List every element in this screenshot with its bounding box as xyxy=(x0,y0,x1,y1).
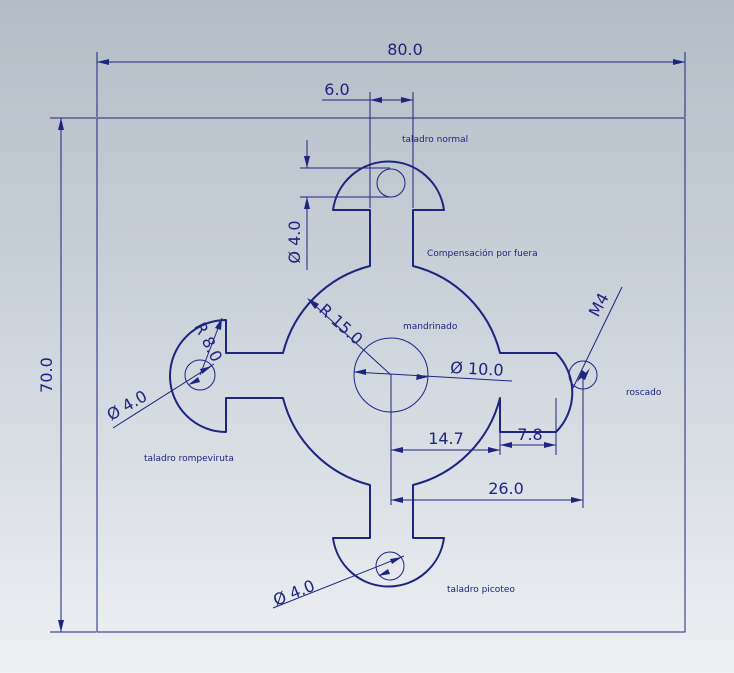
dim-top-hole: Ø 4.0 xyxy=(285,140,390,270)
dim-center-dia: Ø 10.0 xyxy=(353,358,513,382)
dim-26-0: 26.0 xyxy=(391,375,584,508)
dim-bottom-hole-label: Ø 4.0 xyxy=(270,576,317,610)
note-center: mandrinado xyxy=(403,322,458,332)
dim-big-radius: R 15.0 xyxy=(307,298,392,376)
note-top: taladro normal xyxy=(402,135,468,145)
dim-height-overall-label: 70.0 xyxy=(37,357,56,393)
part-profile xyxy=(169,160,574,588)
dim-width-overall: 80.0 xyxy=(96,40,686,117)
note-left: taladro rompeviruta xyxy=(144,454,234,464)
dim-center-dia-label: Ø 10.0 xyxy=(450,358,504,380)
top-hole xyxy=(376,168,406,198)
dim-14-7-label: 14.7 xyxy=(428,429,464,448)
dim-14-7: 14.7 xyxy=(390,375,501,505)
dim-width-overall-label: 80.0 xyxy=(387,40,423,59)
dim-26-0-label: 26.0 xyxy=(488,479,524,498)
plate-outline xyxy=(96,117,686,633)
bottom-hole xyxy=(375,551,405,581)
dim-7-8: 7.8 xyxy=(500,398,557,455)
dim-top-offset-label: 6.0 xyxy=(324,80,349,99)
note-compensation: Compensación por fuera xyxy=(427,248,538,259)
dim-big-radius-label: R 15.0 xyxy=(315,300,366,349)
dim-height-overall: 70.0 xyxy=(37,117,96,633)
dim-7-8-label: 7.8 xyxy=(517,425,542,444)
dim-left-radius: R 8.0 xyxy=(190,317,226,376)
note-bottom: taladro picoteo xyxy=(447,585,515,595)
dim-top-offset: 6.0 xyxy=(322,80,414,208)
dim-left-hole: Ø 4.0 xyxy=(104,363,215,429)
left-hole xyxy=(184,359,216,391)
note-right: roscado xyxy=(626,388,662,398)
dim-top-hole-label: Ø 4.0 xyxy=(285,220,304,263)
dim-bottom-hole: Ø 4.0 xyxy=(270,555,405,610)
